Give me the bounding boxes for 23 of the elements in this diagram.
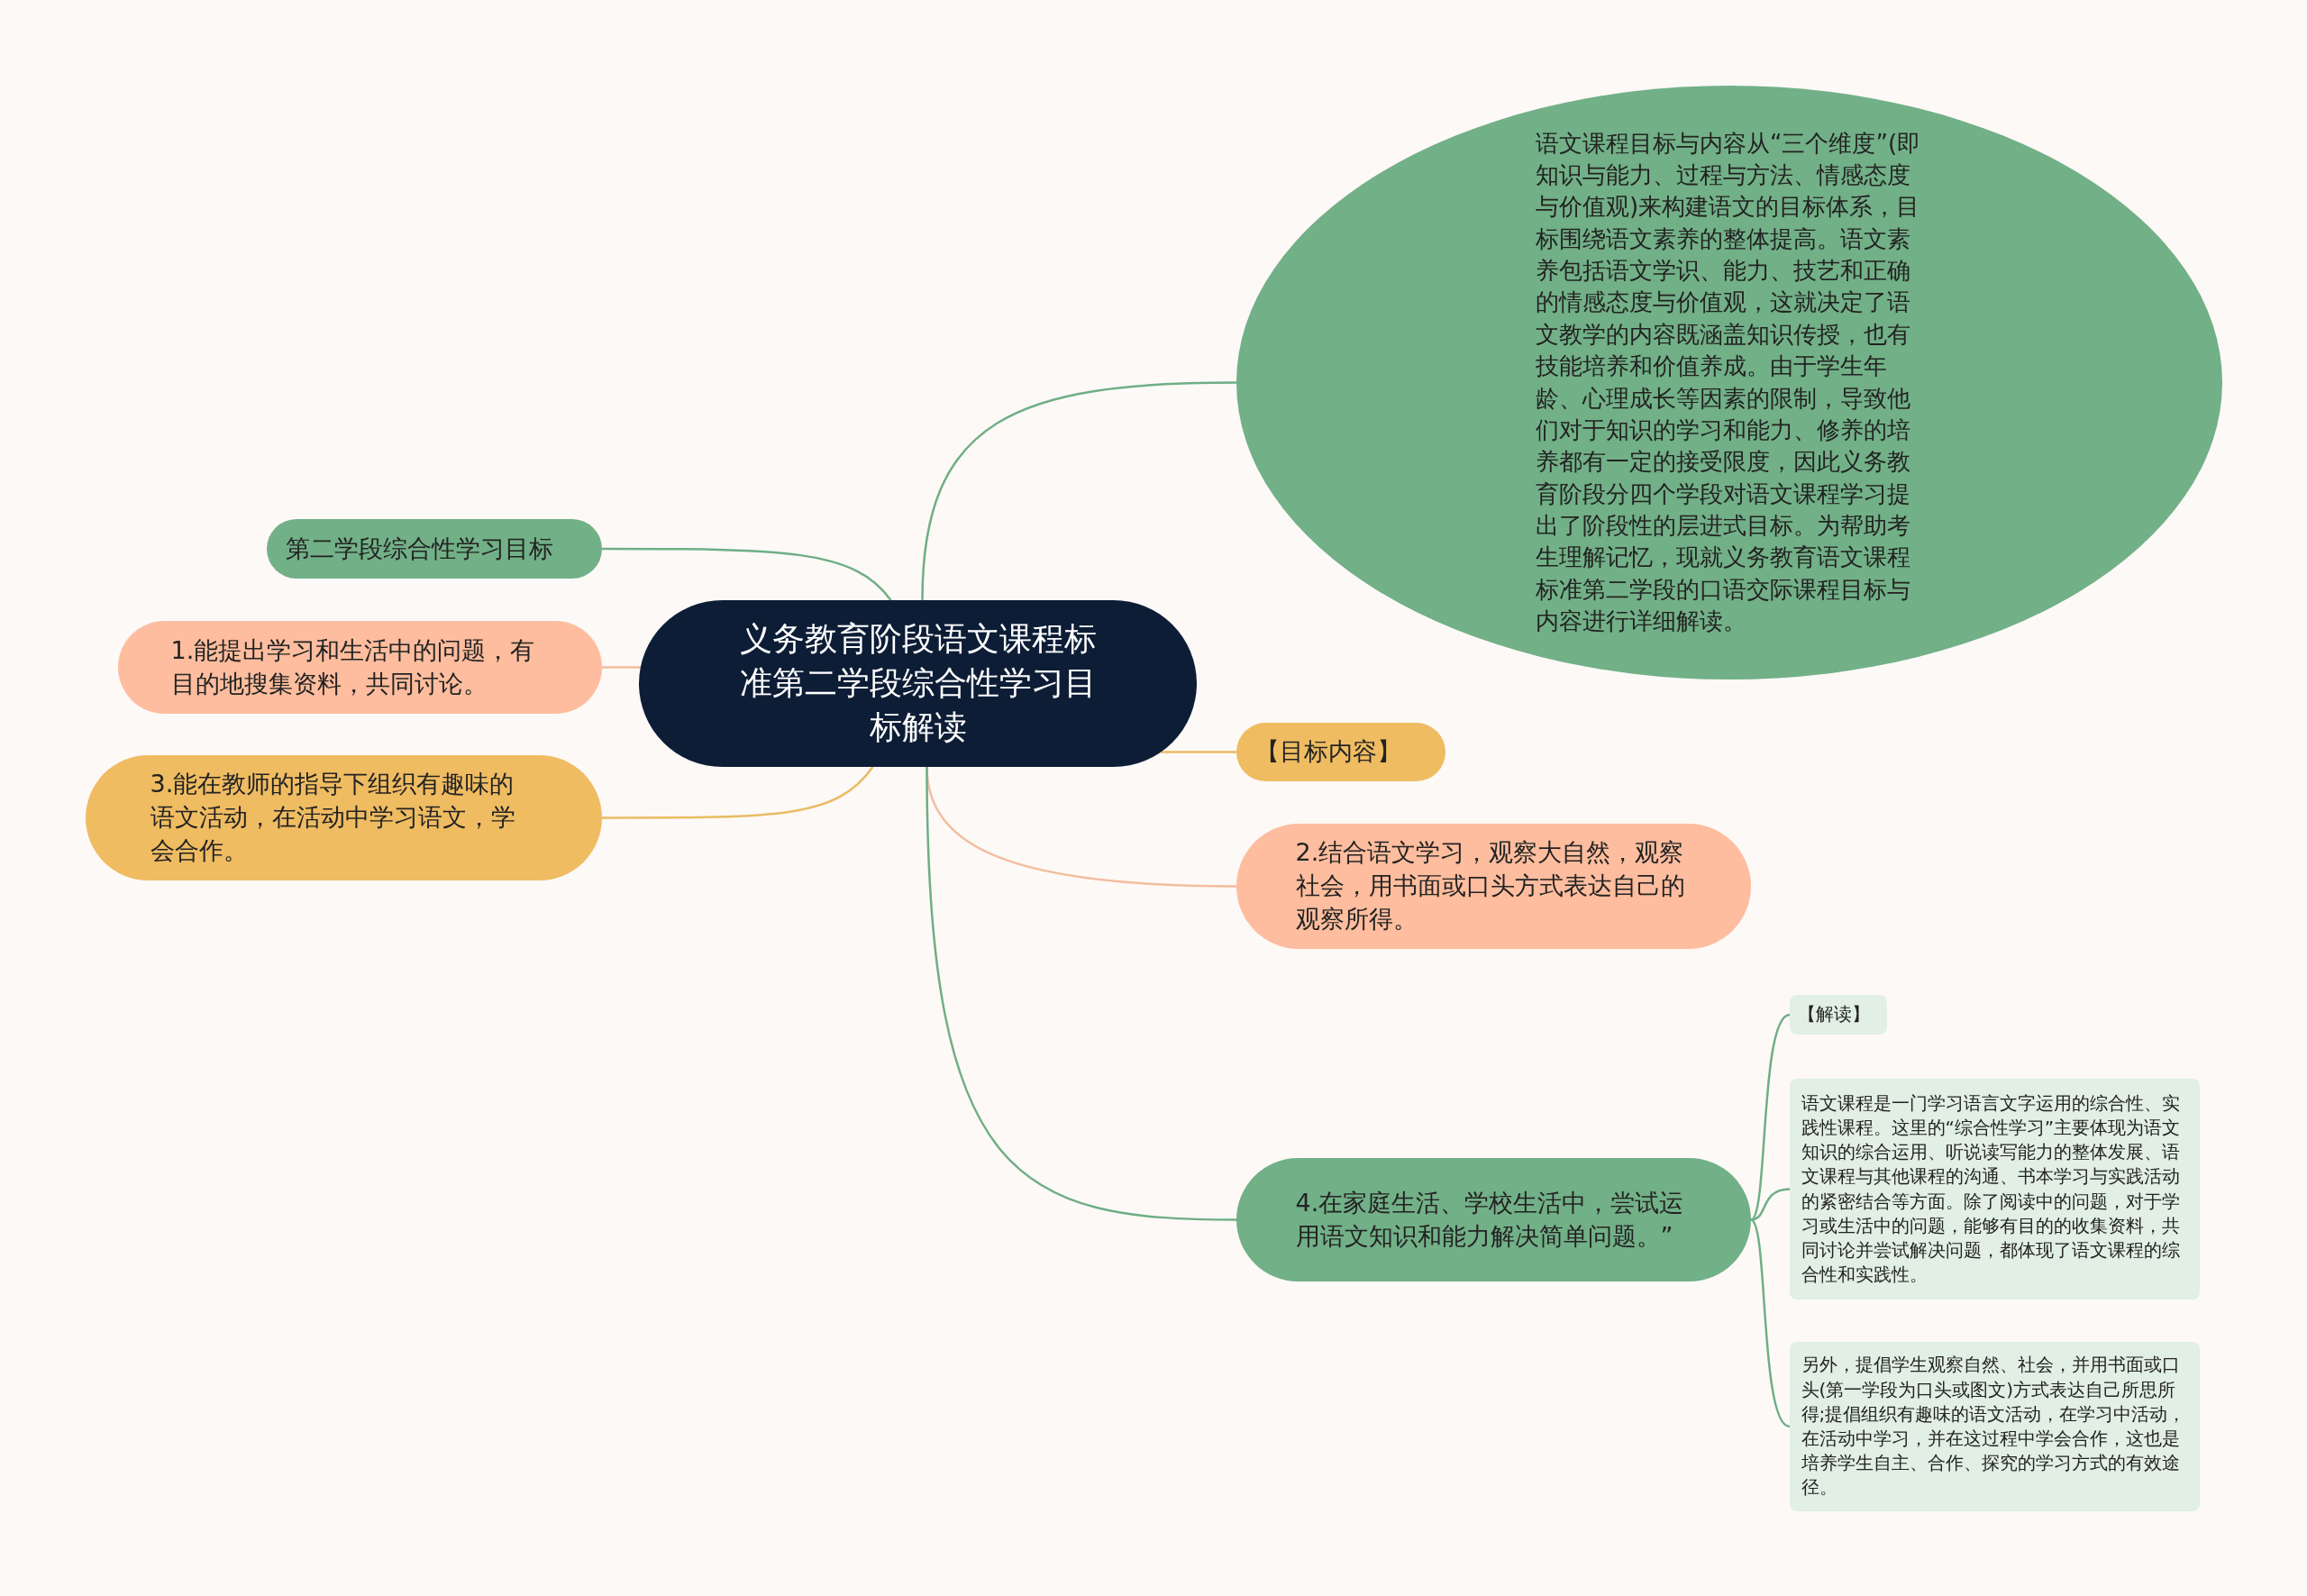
note-card xyxy=(1790,1342,2200,1511)
connector xyxy=(1161,751,1236,753)
connector xyxy=(1750,1013,1791,1221)
connector xyxy=(602,547,892,601)
topic-title: 义务教育阶段语文课程标准第二学段综合性学习目标解读 xyxy=(738,619,1098,747)
goal-text: 1.能提出学习和生活中的问题，有目的地搜集资料，共同讨论。 xyxy=(170,634,536,699)
connector xyxy=(602,666,641,669)
note-label: 【解读】 xyxy=(1798,1002,1871,1027)
connector xyxy=(602,766,874,819)
note-tag xyxy=(1790,995,1887,1035)
connector xyxy=(926,766,1237,1221)
connector xyxy=(1750,1188,1791,1221)
branch-label: 第二学段综合性学习目标 xyxy=(286,533,554,564)
note-text: 语文课程是一门学习语言文字运用的综合性、实践性课程。这里的“综合性学习”主要体现为语文知识的综合运用、听说读写能力的整体发展、语文课程与其他课程的沟通、书本学习与实践活动的紧密结合等方面。除了阅读中的问题，对于学习或生活中的问题，能够有目的的收集资料，共同讨论并尝试解决问题，都体现了语文课程的综合性和实践性。 xyxy=(1801,1090,2182,1288)
goal-text: 3.能在教师的指导下组织有趣味的语文活动，在活动中学习语文，学会合作。 xyxy=(150,769,516,866)
heading-label: 【目标内容】 xyxy=(1255,736,1402,768)
connector xyxy=(921,381,1236,601)
note-card xyxy=(1790,1079,2200,1300)
note-text: 另外，提倡学生观察自然、社会，并用书面或口头(第一学段为口头或图文)方式表达自己所思所得;提倡组织有趣味的语文活动，在学习中活动，在活动中学习，并在这过程中学会合作，这也是培养学生自主、合作、探究的学习方式的有效途径。 xyxy=(1801,1353,2187,1500)
intro-text: 语文课程目标与内容从“三个维度”(即知识与能力、过程与方法、情感态度与价值观)来构建语文的目标体系，目标围绕语文素养的整体提高。语文素养包括语文学识、能力、技艺和正确的情感态度与价值观，这就决定了语文教学的内容既涵盖知识传授，也有技能培养和价值养成。由于学生年龄、心理成长等因素的限制，导致他们对于知识的学习和能力、修养的培养都有一定的接受限度，因此义务教育阶段分四个学段对语文课程学习提出了阶段性的层进式目标。为帮助考生理解记忆，现就义务教育语文课程标准第二学段的口语交际课程目标与内容进行详细解读。 xyxy=(1536,128,1922,636)
goal-text: 4.在家庭生活、学校生活中，尝试运用语文知识和能力解决简单问题。” xyxy=(1295,1187,1685,1252)
goal-text: 2.结合语文学习，观察大自然，观察社会，用书面或口头方式表达自己的观察所得。 xyxy=(1295,837,1686,935)
connector xyxy=(1750,1218,1791,1428)
